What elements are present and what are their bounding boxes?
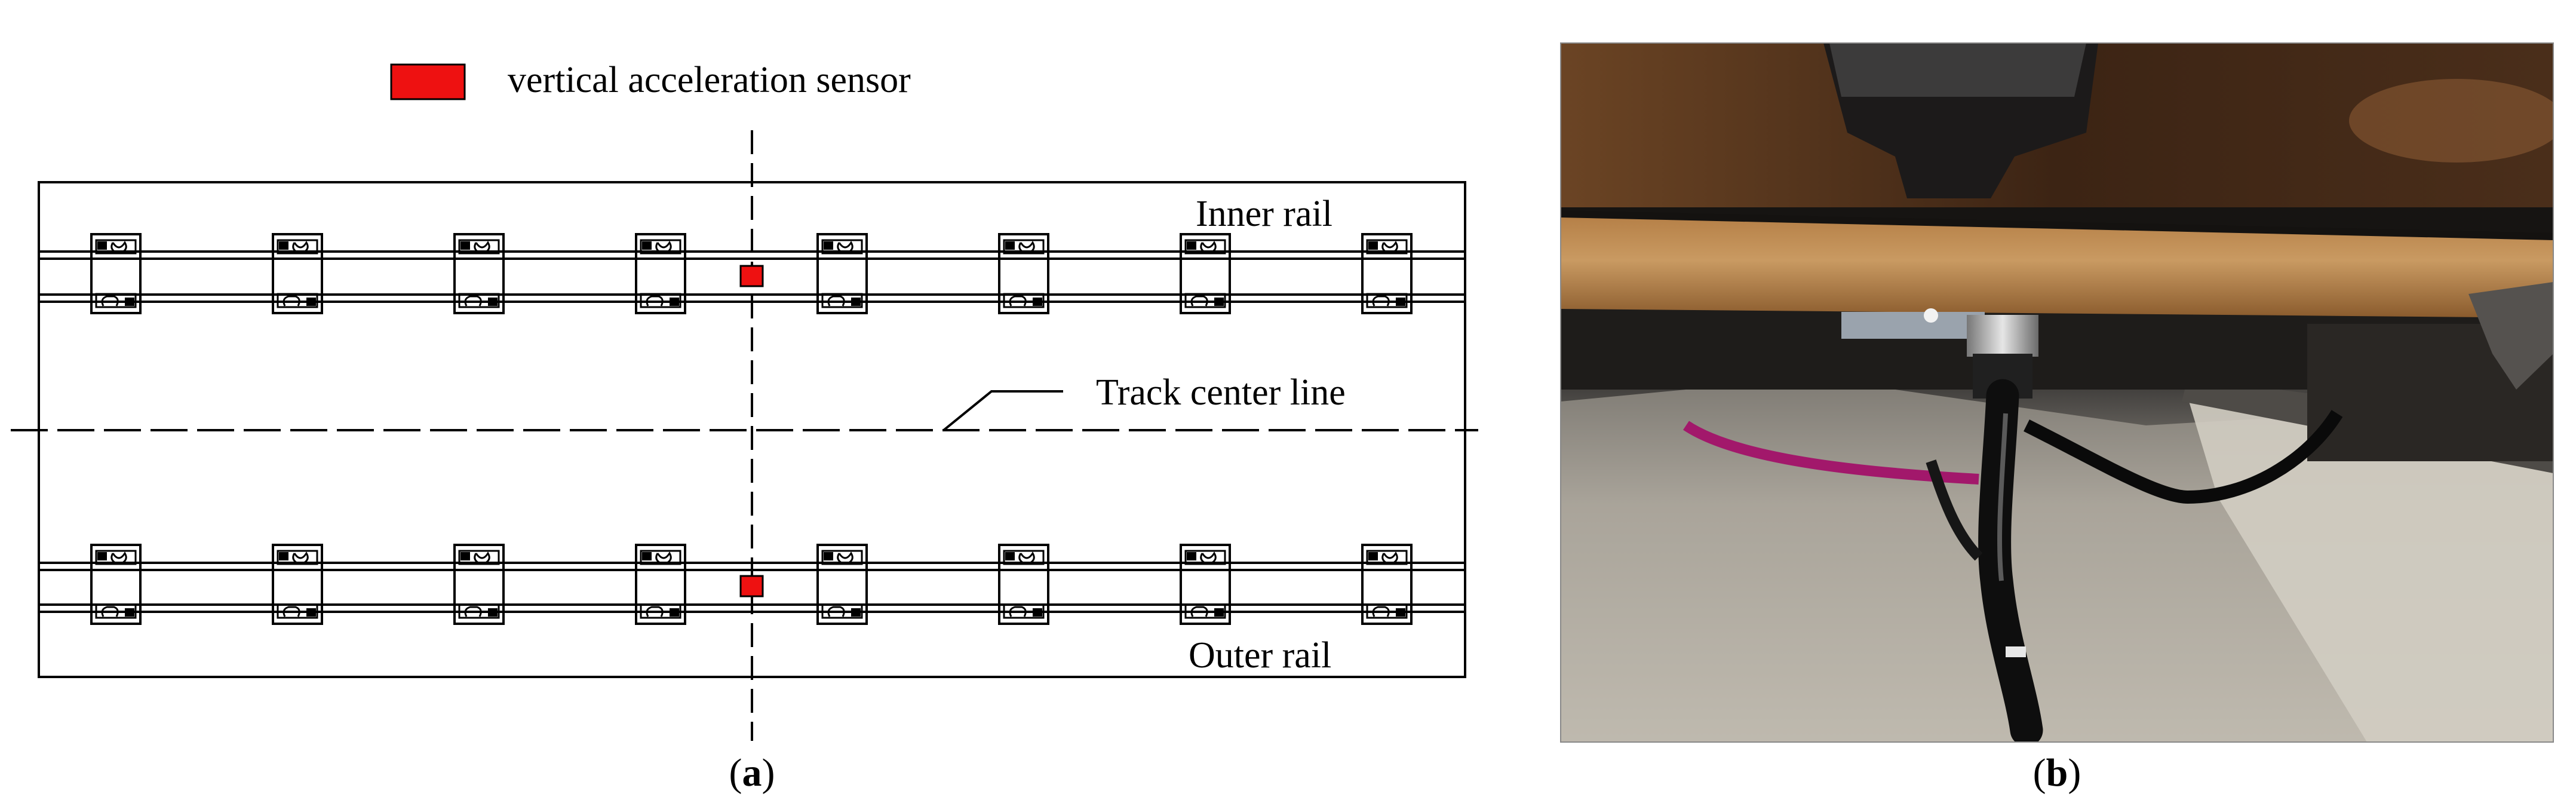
inner-rail-label: Inner rail (1196, 194, 1332, 234)
inner-rail-fastener (998, 233, 1049, 314)
sensor-legend-label: vertical acceleration sensor (508, 60, 911, 100)
legend: vertical acceleration sensor (390, 60, 911, 100)
panel-a-caption: (a) (729, 751, 775, 795)
center-line-leader (942, 390, 1063, 431)
sensor-installation-photo: (b) (1560, 42, 2554, 795)
inner-rail-fastener (1180, 233, 1231, 314)
photo-frame (1560, 42, 2554, 743)
outer-rail-label: Outer rail (1189, 635, 1331, 676)
inner-rail-sensor (739, 265, 764, 287)
panel-b-caption: (b) (2033, 751, 2081, 795)
outer-rail-sensor (739, 575, 764, 597)
inner-rail-fastener (816, 233, 868, 314)
sensor-legend-swatch (390, 63, 466, 100)
track-center-line-label: Track center line (1096, 372, 1346, 413)
